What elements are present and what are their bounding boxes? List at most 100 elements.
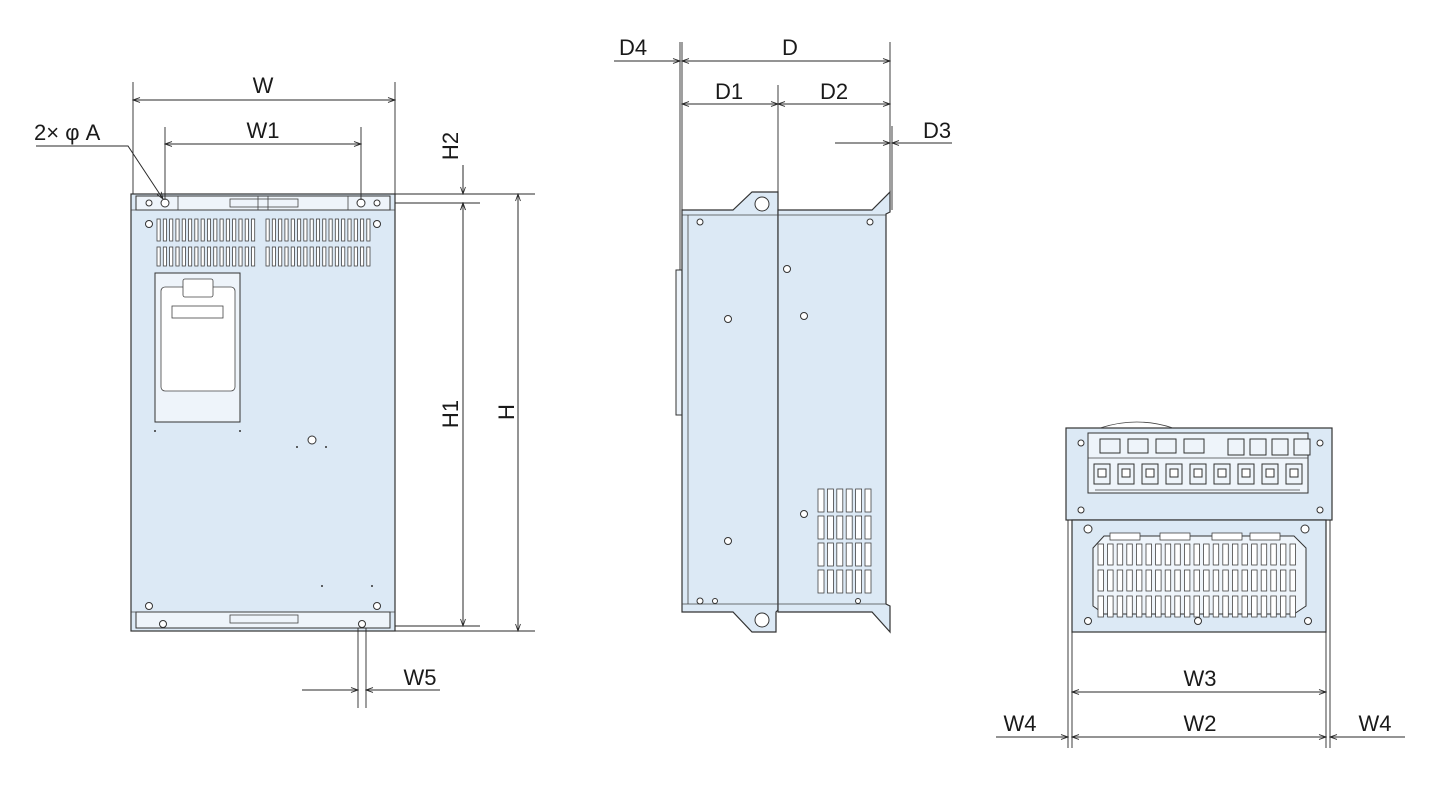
mounting-hole-right — [356, 198, 366, 208]
label-d4: D4 — [619, 35, 647, 60]
slot — [181, 246, 186, 267]
slot — [297, 218, 302, 242]
slot — [1241, 595, 1248, 618]
bottom-view: W3 W2 W4 W4 — [996, 421, 1405, 748]
label-w2: W2 — [1184, 711, 1217, 736]
slot — [1289, 595, 1296, 618]
slot — [188, 218, 193, 242]
slot — [188, 246, 193, 267]
slot — [244, 218, 249, 242]
slot — [347, 218, 352, 242]
slot — [855, 488, 862, 513]
slot — [328, 218, 333, 242]
slot — [1145, 468, 1155, 478]
slot — [1270, 543, 1277, 566]
slot — [1260, 569, 1268, 592]
slot — [1169, 468, 1179, 478]
slot — [1217, 468, 1227, 478]
slot — [303, 218, 308, 242]
side-view-heatsink — [777, 190, 891, 634]
slot — [265, 246, 270, 267]
slot — [219, 218, 224, 242]
slot — [845, 488, 853, 513]
slot — [1249, 532, 1281, 541]
slot — [1136, 543, 1143, 566]
slot — [1183, 438, 1205, 454]
slot — [1222, 569, 1229, 592]
slot — [855, 515, 862, 540]
slot — [1251, 569, 1258, 592]
slot — [322, 218, 327, 242]
slot — [1164, 595, 1172, 618]
slot — [169, 246, 174, 267]
slot — [1164, 569, 1172, 592]
slot — [341, 218, 346, 242]
slot — [1107, 543, 1114, 566]
slot — [219, 246, 224, 267]
slot — [1136, 595, 1143, 618]
slot — [360, 246, 365, 267]
slot — [278, 218, 283, 242]
label-h: H — [494, 404, 519, 420]
slot — [232, 218, 237, 242]
terminal-blocks — [1093, 438, 1311, 485]
slot — [1241, 468, 1251, 478]
label-d1: D1 — [715, 79, 743, 104]
slot — [1265, 468, 1275, 478]
slot — [1193, 543, 1200, 566]
slot — [817, 515, 825, 540]
side-view-body — [681, 191, 779, 633]
slot — [855, 542, 862, 567]
slot — [347, 246, 352, 267]
slot — [1126, 543, 1133, 566]
slot — [181, 218, 186, 242]
slot — [1097, 543, 1104, 566]
slot — [1155, 569, 1162, 592]
slot — [225, 218, 230, 242]
front-top-bracket — [135, 195, 391, 211]
slot — [1184, 595, 1191, 618]
slot — [1174, 543, 1181, 566]
slot — [1212, 569, 1220, 592]
slot — [1289, 468, 1299, 478]
slot — [1222, 543, 1229, 566]
slot — [1260, 543, 1268, 566]
label-w5: W5 — [404, 665, 437, 690]
slot — [200, 246, 205, 267]
label-w3: W3 — [1184, 666, 1217, 691]
slot — [290, 246, 295, 267]
slot — [341, 246, 346, 267]
slot — [1232, 543, 1239, 566]
slot — [855, 569, 862, 594]
slot — [1289, 569, 1296, 592]
label-w1: W1 — [247, 118, 280, 143]
slot — [1145, 595, 1152, 618]
label-w: W — [253, 73, 274, 98]
slot — [1164, 543, 1172, 566]
slot — [1136, 569, 1143, 592]
slot — [265, 218, 270, 242]
slot — [827, 569, 834, 594]
slot — [1270, 569, 1277, 592]
label-d2: D2 — [820, 79, 848, 104]
grille-slots — [1097, 532, 1296, 618]
slot — [284, 218, 289, 242]
slot — [1159, 532, 1191, 541]
slot — [175, 246, 180, 267]
slot — [817, 569, 825, 594]
slot — [251, 218, 256, 242]
slot — [194, 246, 199, 267]
slot — [309, 218, 314, 242]
side-vent-slots — [817, 488, 872, 594]
slot — [1260, 595, 1268, 618]
slot — [353, 246, 358, 267]
slot — [864, 515, 872, 540]
slot — [1251, 595, 1258, 618]
slot — [827, 488, 834, 513]
slot — [817, 542, 825, 567]
slot — [225, 246, 230, 267]
slot — [864, 569, 872, 594]
slot — [175, 218, 180, 242]
slot — [206, 246, 211, 267]
